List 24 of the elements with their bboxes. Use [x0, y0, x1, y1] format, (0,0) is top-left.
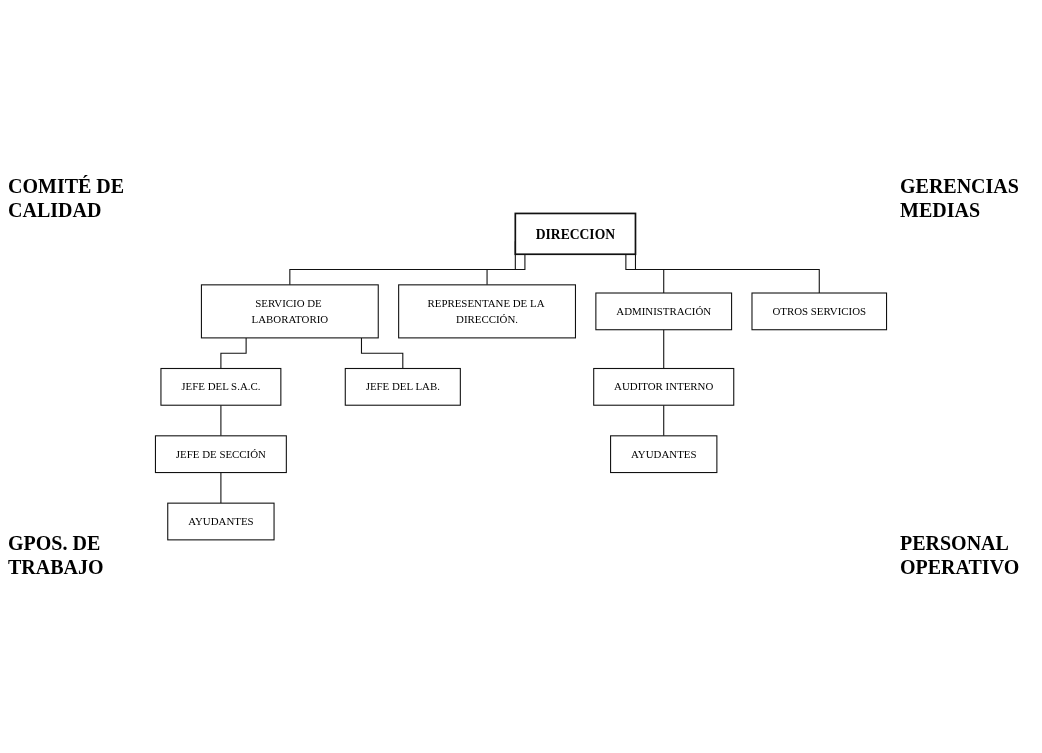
node-box — [595, 292, 733, 331]
org-chart: DIRECCION ADMINISTRACIÓN REPRESENTANE DE LA DIRECCIÓN. SERVICIO DE LABORATORIO OTROS SERVICIOS JEFE DEL S.A.C. JEFE DEL LAB. JEFE DE SECCIÓN AUDITOR INTERNO AYUDANTES AYUDANTES — [150, 207, 892, 546]
node-box — [344, 367, 461, 406]
node-box — [167, 502, 275, 541]
level-label: COMITÉ DE CALIDAD — [8, 174, 126, 223]
node-box — [398, 284, 576, 339]
connector — [663, 329, 665, 369]
level-label: GERENCIAS MEDIAS — [900, 174, 1020, 223]
level-label: GPOS. DE TRABAJO — [8, 530, 105, 579]
node-box — [154, 435, 287, 473]
node-box — [593, 367, 735, 406]
connector — [360, 337, 404, 369]
node-box — [514, 212, 637, 255]
node-box — [160, 367, 282, 406]
level-label: PERSONAL OPERATIVO — [900, 530, 1021, 579]
connector — [220, 337, 247, 369]
node-box — [751, 292, 888, 331]
node-box — [200, 284, 379, 339]
node-box — [610, 435, 718, 473]
connector — [663, 404, 665, 437]
connector — [486, 253, 526, 286]
connector — [220, 404, 222, 437]
connector — [220, 471, 222, 504]
connector — [625, 253, 665, 294]
